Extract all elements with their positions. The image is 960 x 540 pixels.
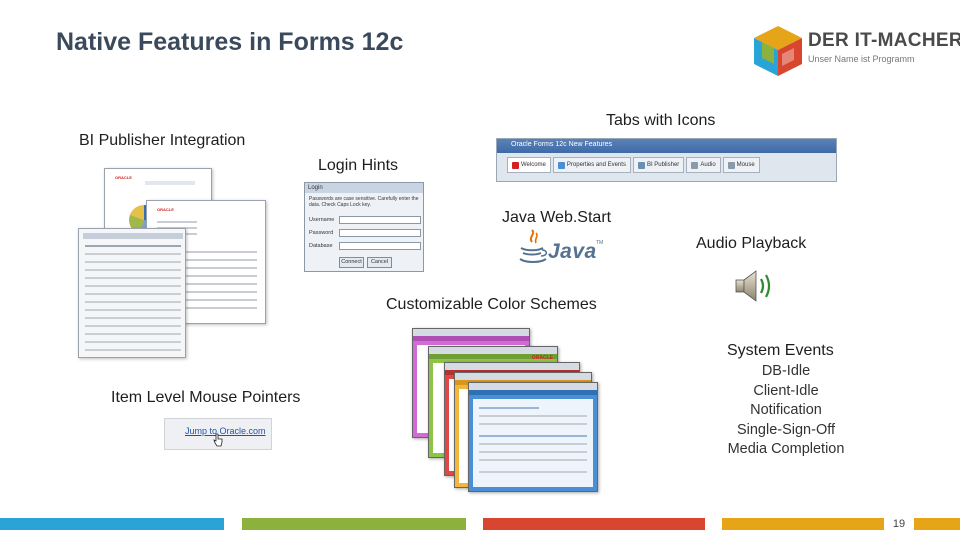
footer-bar-orange	[722, 518, 960, 530]
footer-bar-red	[483, 518, 705, 530]
login-database-label: Database	[309, 243, 333, 249]
system-event-item: Notification	[750, 402, 822, 418]
mouse-icon	[727, 161, 735, 169]
tab-properties[interactable]: Properties and Events	[552, 157, 631, 173]
login-titlebar: Login	[305, 183, 423, 193]
footer-bar-blue	[0, 518, 224, 530]
properties-icon	[557, 161, 565, 169]
color-schemes-stack: ORACLE	[410, 326, 600, 494]
logo-tagline: Unser Name ist Programm	[808, 54, 915, 64]
login-hint-text: Passwords are case sensitive. Carefully …	[309, 196, 419, 208]
label-mouse-pointers: Item Level Mouse Pointers	[111, 389, 301, 406]
label-audio-playback: Audio Playback	[696, 235, 807, 252]
login-password-label: Password	[309, 230, 334, 236]
slide-title: Native Features in Forms 12c	[56, 28, 404, 56]
logo-name: DER IT-MACHER	[808, 30, 960, 51]
login-connect-button[interactable]: Connect	[339, 257, 364, 268]
system-events-title: System Events	[727, 342, 834, 359]
company-logo: DER IT-MACHER Unser Name ist Programm	[752, 24, 960, 80]
login-database-field[interactable]	[339, 242, 421, 250]
tab-mouse[interactable]: Mouse	[722, 157, 760, 173]
footer-bar-green	[242, 518, 466, 530]
java-logo: Java TM	[518, 228, 604, 268]
system-events-list: DB-Idle Client-Idle Notification Single-…	[716, 362, 856, 460]
label-tabs-with-icons: Tabs with Icons	[606, 112, 716, 129]
tab-bi-publisher[interactable]: BI Publisher	[632, 157, 685, 173]
system-event-item: Single-Sign-Off	[736, 421, 836, 438]
tabs-row: Welcome Properties and Events BI Publish…	[507, 157, 760, 173]
java-cup-icon	[519, 229, 548, 263]
tabs-screenshot: Oracle Forms 12c New Features Welcome Pr…	[496, 138, 837, 182]
login-username-field[interactable]	[339, 216, 421, 224]
login-password-field[interactable]	[339, 229, 421, 237]
system-event-item: Media Completion	[727, 441, 845, 457]
system-event-item: DB-Idle	[761, 363, 811, 379]
login-dialog-screenshot: Login Passwords are case sensitive. Care…	[304, 182, 424, 272]
label-color-schemes: Customizable Color Schemes	[386, 296, 597, 313]
audio-icon	[691, 161, 699, 169]
tab-audio[interactable]: Audio	[686, 157, 721, 173]
hand-pointer-icon	[213, 433, 223, 447]
tabs-window-titlebar: Oracle Forms 12c New Features	[497, 139, 836, 153]
mouse-pointer-link[interactable]: Jump to Oracle.com	[185, 426, 266, 436]
login-cancel-button[interactable]: Cancel	[367, 257, 392, 268]
bi-report-front	[78, 228, 186, 358]
speaker-icon	[732, 268, 778, 304]
tab-welcome[interactable]: Welcome	[507, 157, 551, 173]
login-username-label: Username	[309, 217, 335, 223]
mouse-pointer-sample: Jump to Oracle.com	[164, 418, 272, 450]
java-wordmark: Java	[548, 240, 597, 263]
label-java-webstart: Java Web.Start	[502, 209, 612, 226]
logo-cube-icon	[754, 26, 802, 76]
report-icon	[637, 161, 645, 169]
welcome-icon	[512, 161, 519, 169]
page-number: 19	[884, 516, 914, 533]
tabs-window-title: Oracle Forms 12c New Features	[511, 141, 613, 148]
label-bi-publisher: BI Publisher Integration	[79, 132, 246, 149]
label-login-hints: Login Hints	[318, 157, 399, 174]
scheme-window-blue	[468, 382, 598, 492]
system-event-item: Client-Idle	[753, 382, 819, 399]
